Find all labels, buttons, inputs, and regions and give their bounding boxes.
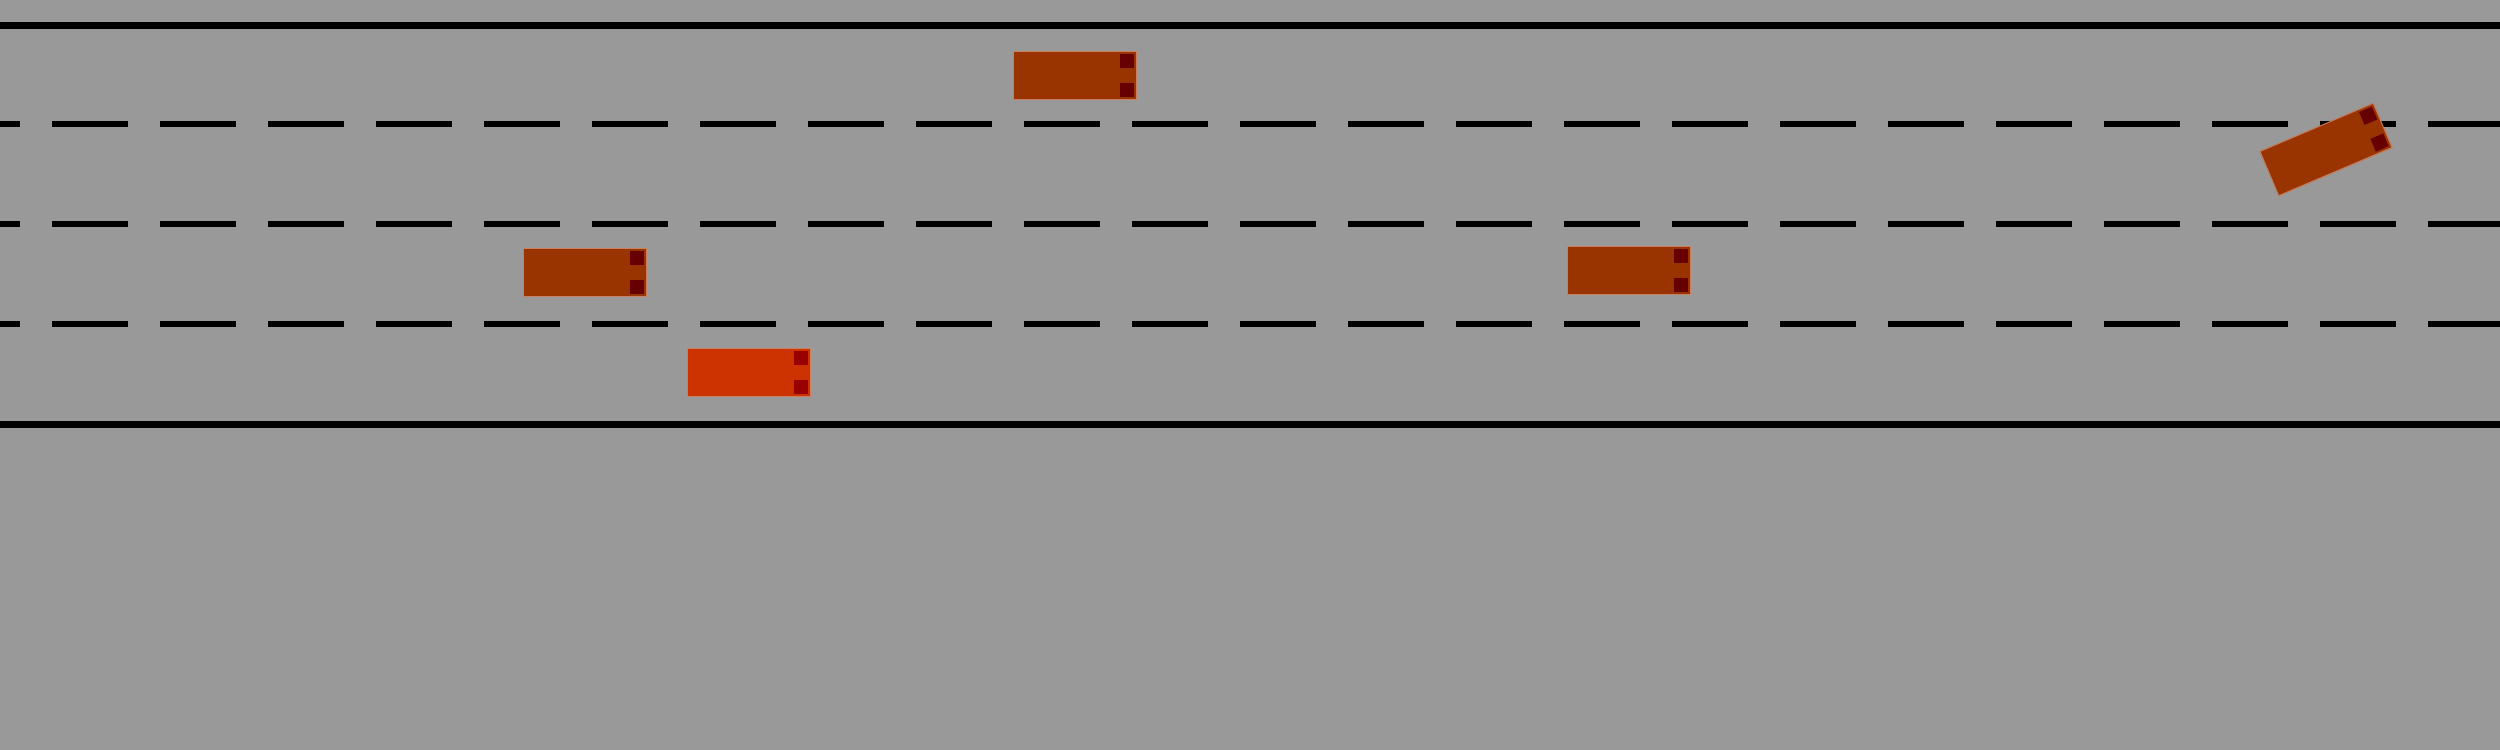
- tail-light: [794, 351, 808, 365]
- vehicle-other: [1567, 246, 1691, 295]
- tail-light: [1674, 249, 1688, 263]
- tail-light: [2370, 133, 2389, 152]
- vehicle-ego: [687, 348, 811, 397]
- vehicle-other: [1013, 51, 1137, 100]
- vehicle-other: [2259, 102, 2393, 197]
- tail-light: [1120, 83, 1134, 97]
- road-edge-bottom: [0, 421, 2500, 428]
- road-edge-top: [0, 22, 2500, 29]
- tail-light: [2359, 106, 2378, 126]
- lane-marking-2: [0, 221, 2500, 227]
- lane-marking-1: [0, 121, 2500, 127]
- tail-light: [1120, 54, 1134, 68]
- tail-light: [1674, 278, 1688, 292]
- tail-light: [630, 251, 644, 265]
- lane-marking-3: [0, 321, 2500, 327]
- tail-light: [630, 280, 644, 294]
- vehicle-other: [523, 248, 647, 297]
- tail-light: [794, 380, 808, 394]
